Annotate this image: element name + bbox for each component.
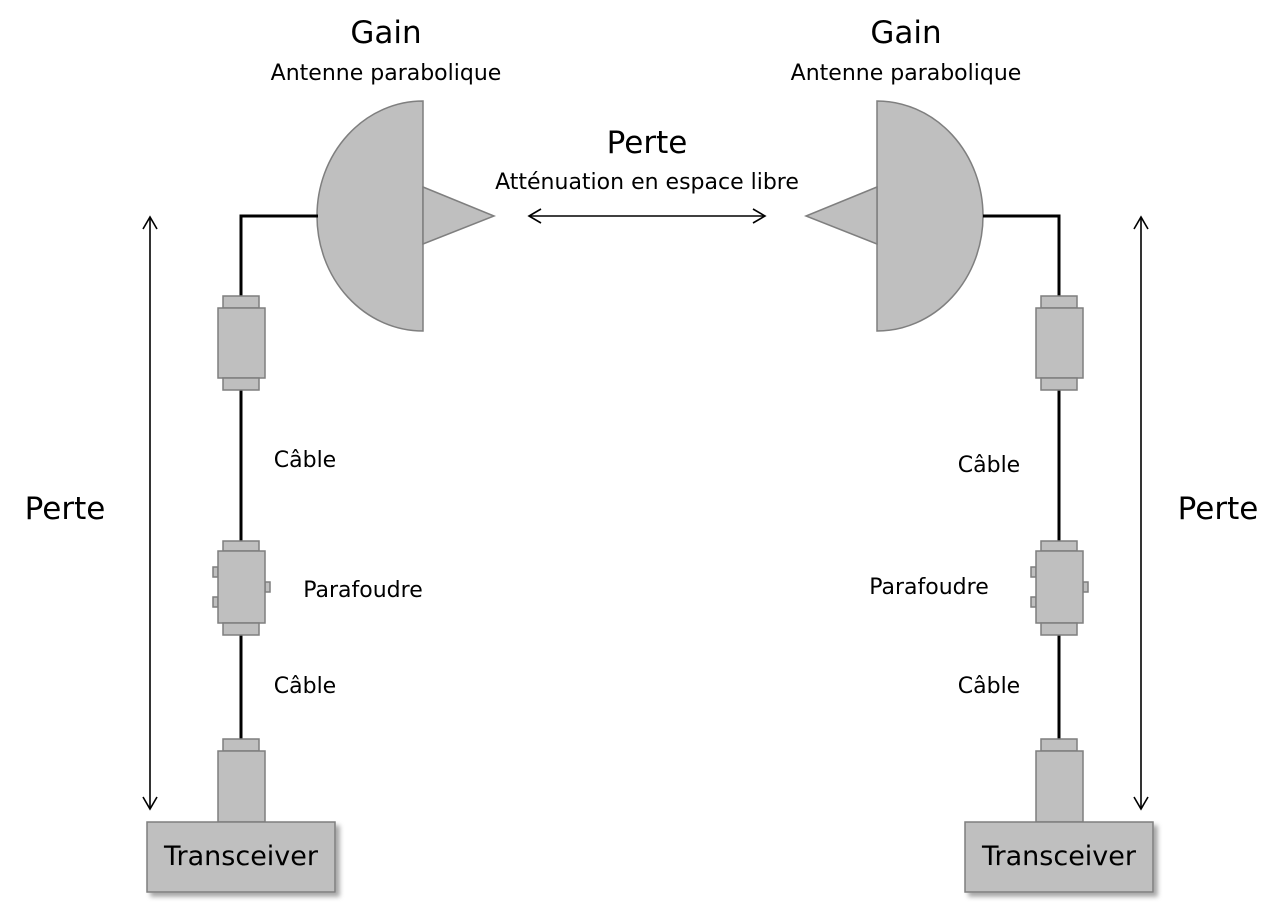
left-cable-top-label: Câble <box>273 448 337 473</box>
free-space-arrow <box>527 208 767 224</box>
left-cable-bottom-label: Câble <box>273 674 337 699</box>
left-arrester-label: Parafoudre <box>303 578 423 603</box>
left-connector-top <box>217 295 266 391</box>
left-cable-line <box>239 214 318 739</box>
right-cable-line <box>983 214 1061 739</box>
left-transceiver-connector <box>217 738 266 823</box>
free-space-loss-subtitle: Atténuation en espace libre <box>495 170 799 195</box>
left-antenna <box>316 100 497 332</box>
right-arrester-label: Parafoudre <box>869 575 989 600</box>
left-loss-arrow <box>142 215 158 811</box>
right-lightning-arrester <box>1030 540 1089 636</box>
right-transceiver-label: Transceiver <box>982 841 1136 872</box>
right-loss-arrow <box>1133 215 1149 811</box>
left-antenna-subtitle: Antenne parabolique <box>270 61 502 86</box>
right-gain-title: Gain <box>870 15 942 51</box>
right-loss-label: Perte <box>1177 491 1259 527</box>
right-connector-top <box>1035 295 1084 391</box>
right-antenna-subtitle: Antenne parabolique <box>790 61 1022 86</box>
left-transceiver-box <box>146 821 336 893</box>
right-cable-top-label: Câble <box>957 453 1021 478</box>
left-transceiver-label: Transceiver <box>164 841 318 872</box>
right-transceiver-connector <box>1035 738 1084 823</box>
left-loss-label: Perte <box>24 491 106 527</box>
right-cable-bottom-label: Câble <box>957 674 1021 699</box>
left-lightning-arrester <box>212 540 271 636</box>
free-space-loss-title: Perte <box>606 125 688 161</box>
right-transceiver-box <box>964 821 1154 893</box>
right-antenna <box>803 100 984 332</box>
left-gain-title: Gain <box>350 15 422 51</box>
